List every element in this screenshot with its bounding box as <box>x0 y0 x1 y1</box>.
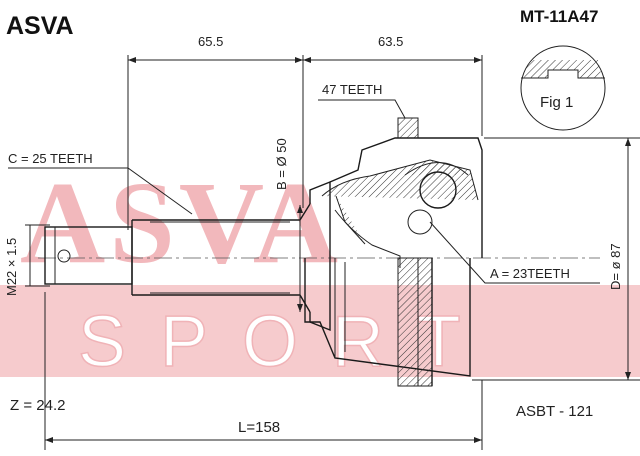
label-thread: M22 × 1.5 <box>4 238 19 296</box>
spline-leader <box>8 167 193 215</box>
dim-thread-line <box>25 224 50 287</box>
fig1-detail <box>520 45 606 131</box>
label-diameter-b: B = Ø 50 <box>274 138 289 190</box>
dim-d-line <box>472 137 640 381</box>
shaft <box>44 180 331 332</box>
dim-length-line <box>44 292 483 450</box>
footer-ref: ASBT - 121 <box>516 403 593 420</box>
outer-teeth-block <box>397 117 419 139</box>
label-spline-c: C = 25 TEETH <box>8 151 93 166</box>
top-dimensions <box>127 55 483 230</box>
fig1-label: Fig 1 <box>540 94 573 111</box>
teeth-leader <box>318 99 406 119</box>
part-code: MT-11A47 <box>520 7 598 26</box>
label-inner-a: A = 23TEETH <box>490 266 570 281</box>
dim-outer-left: 65.5 <box>198 34 223 49</box>
brand-logo: ASVA <box>6 12 74 40</box>
label-diameter-d: D= ø 87 <box>608 243 623 290</box>
label-length: L=158 <box>238 419 280 436</box>
watermark-sport: SPORT <box>78 302 495 382</box>
outer-housing <box>304 137 483 377</box>
inner-teeth-leader <box>429 221 600 284</box>
label-z: Z = 24.2 <box>10 397 65 414</box>
watermark-band <box>0 285 640 377</box>
dim-b-line <box>297 205 303 312</box>
abs-ring <box>397 257 433 387</box>
dim-outer-right: 63.5 <box>378 34 403 49</box>
label-outer-teeth: 47 TEETH <box>322 82 382 97</box>
